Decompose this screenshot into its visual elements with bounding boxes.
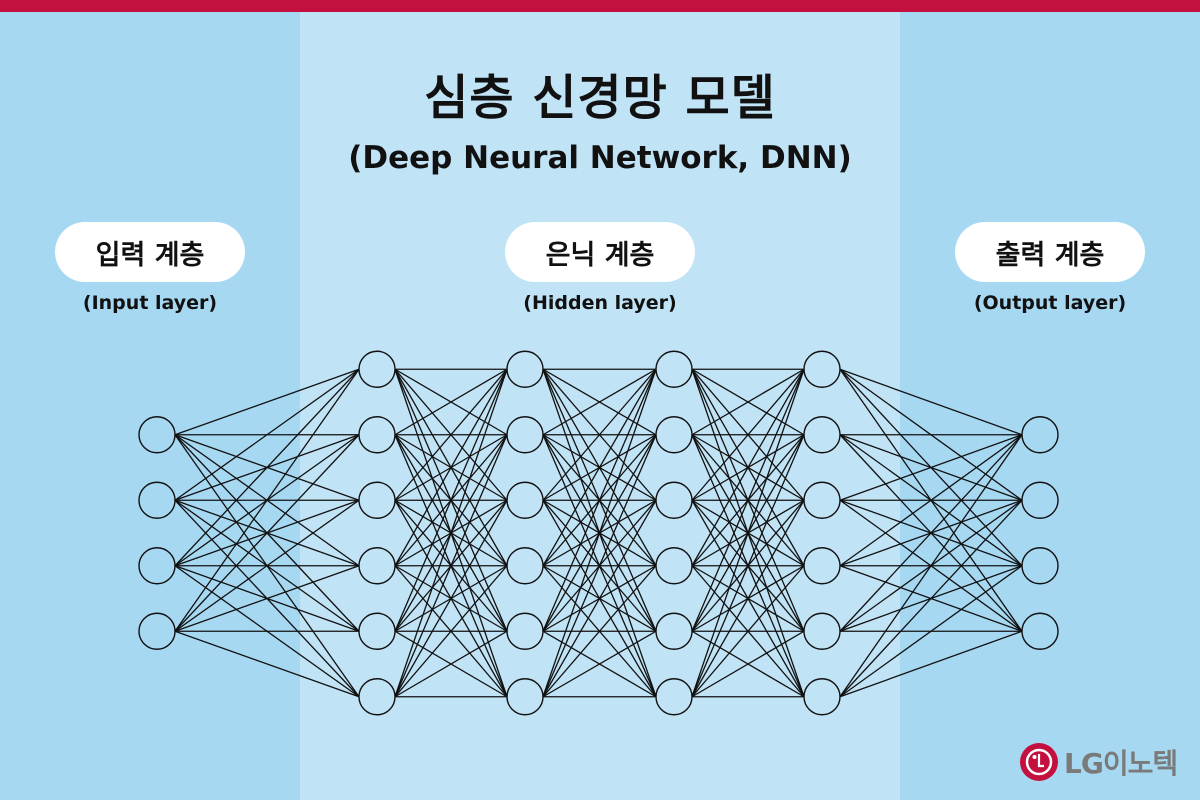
edge-l3-n5-to-n4	[691, 630, 805, 698]
node-layer5-0	[1021, 416, 1059, 454]
diagram-subtitle: (Deep Neural Network, DNN)	[348, 140, 852, 176]
edge-l2-n4-to-n0	[542, 368, 657, 632]
node-layer1-1	[358, 416, 396, 454]
edge-l3-n5-to-n2	[691, 499, 805, 698]
edge-l1-n3-to-n0	[394, 368, 508, 567]
node-layer2-5	[506, 678, 544, 716]
node-layer1-5	[358, 678, 396, 716]
edge-l0-n3-to-n2	[174, 499, 360, 632]
hidden-layer-panel	[300, 12, 900, 800]
node-layer3-3	[655, 547, 693, 585]
edge-l1-n5-to-n2	[394, 499, 508, 698]
edge-l3-n3-to-n0	[691, 368, 805, 567]
edge-l3-n4-to-n0	[691, 368, 805, 632]
top-accent-bar	[0, 0, 1200, 12]
node-layer4-0	[803, 350, 841, 388]
edge-l3-n2-to-n0	[691, 368, 805, 501]
edge-l4-n4-to-n0	[839, 434, 1023, 632]
output-layer-panel	[900, 12, 1200, 800]
input-layer-label: 입력 계층	[55, 222, 245, 282]
network-edges	[174, 368, 1023, 698]
edge-l3-n5-to-n3	[691, 565, 805, 698]
node-layer4-5	[803, 678, 841, 716]
edge-l4-n2-to-n0	[839, 434, 1023, 501]
node-layer0-3	[138, 612, 176, 650]
edge-l1-n5-to-n4	[394, 630, 508, 698]
node-layer1-4	[358, 612, 396, 650]
edge-l4-n5-to-n1	[839, 499, 1023, 698]
edge-l3-n5-to-n0	[691, 369, 805, 697]
node-layer1-0	[358, 350, 396, 388]
network-nodes	[138, 350, 1059, 716]
edge-l1-n1-to-n0	[394, 368, 508, 436]
edge-l0-n3-to-n0	[174, 368, 360, 632]
edge-l0-n2-to-n0	[174, 368, 360, 567]
hidden-layer-label: 은닉 계층	[505, 222, 695, 282]
edge-l4-n5-to-n0	[839, 434, 1023, 698]
node-layer0-1	[138, 481, 176, 519]
node-layer5-2	[1021, 547, 1059, 585]
edge-l3-n5-to-n1	[691, 434, 805, 698]
edge-l2-n5-to-n3	[542, 565, 657, 698]
edge-l4-n0-to-n0	[839, 368, 1023, 436]
edge-l4-n3-to-n0	[839, 434, 1023, 567]
edge-l2-n5-to-n4	[542, 630, 657, 698]
lg-logo-icon	[1020, 743, 1058, 781]
edge-l0-n0-to-n0	[174, 368, 360, 436]
edge-l1-n2-to-n0	[394, 368, 508, 501]
brand-logo: LG이노텍	[1020, 742, 1178, 782]
node-layer5-3	[1021, 612, 1059, 650]
edge-l1-n5-to-n1	[394, 434, 508, 698]
brand-logo-text: LG이노텍	[1064, 747, 1178, 780]
edge-l1-n4-to-n0	[394, 368, 508, 632]
node-layer2-2	[506, 481, 544, 519]
input-layer-sublabel: (Input layer)	[82, 292, 218, 314]
input-layer-panel	[0, 12, 300, 800]
edge-l4-n5-to-n3	[839, 630, 1023, 698]
hidden-layer-sublabel: (Hidden layer)	[523, 292, 677, 314]
node-layer2-4	[506, 612, 544, 650]
edge-l4-n5-to-n2	[839, 565, 1023, 698]
output-layer-label: 출력 계층	[955, 222, 1145, 282]
edge-l2-n5-to-n2	[542, 499, 657, 698]
edge-l0-n3-to-n1	[174, 434, 360, 632]
node-layer3-0	[655, 350, 693, 388]
edge-l0-n1-to-n0	[174, 368, 360, 501]
node-layer2-3	[506, 547, 544, 585]
node-layer0-0	[138, 416, 176, 454]
edge-l2-n1-to-n0	[542, 368, 657, 436]
node-layer3-5	[655, 678, 693, 716]
edge-l0-n3-to-n3	[174, 565, 360, 632]
edge-l2-n5-to-n1	[542, 434, 657, 698]
node-layer3-4	[655, 612, 693, 650]
edge-l0-n3-to-n5	[174, 630, 360, 698]
node-layer1-3	[358, 547, 396, 585]
diagram-title: 심층 신경망 모델	[424, 70, 776, 126]
node-layer4-4	[803, 612, 841, 650]
edge-l2-n2-to-n0	[542, 368, 657, 501]
node-layer1-2	[358, 481, 396, 519]
node-layer0-2	[138, 547, 176, 585]
edge-l3-n1-to-n0	[691, 368, 805, 436]
edge-l1-n5-to-n3	[394, 565, 508, 698]
output-layer-sublabel: (Output layer)	[973, 292, 1127, 314]
node-layer4-1	[803, 416, 841, 454]
node-layer2-0	[506, 350, 544, 388]
edge-l2-n3-to-n0	[542, 368, 657, 567]
node-layer4-2	[803, 481, 841, 519]
edge-l1-n5-to-n0	[394, 369, 508, 697]
node-layer5-1	[1021, 481, 1059, 519]
node-layer3-1	[655, 416, 693, 454]
node-layer2-1	[506, 416, 544, 454]
node-layer3-2	[655, 481, 693, 519]
edge-l2-n5-to-n0	[542, 369, 657, 697]
node-layer4-3	[803, 547, 841, 585]
